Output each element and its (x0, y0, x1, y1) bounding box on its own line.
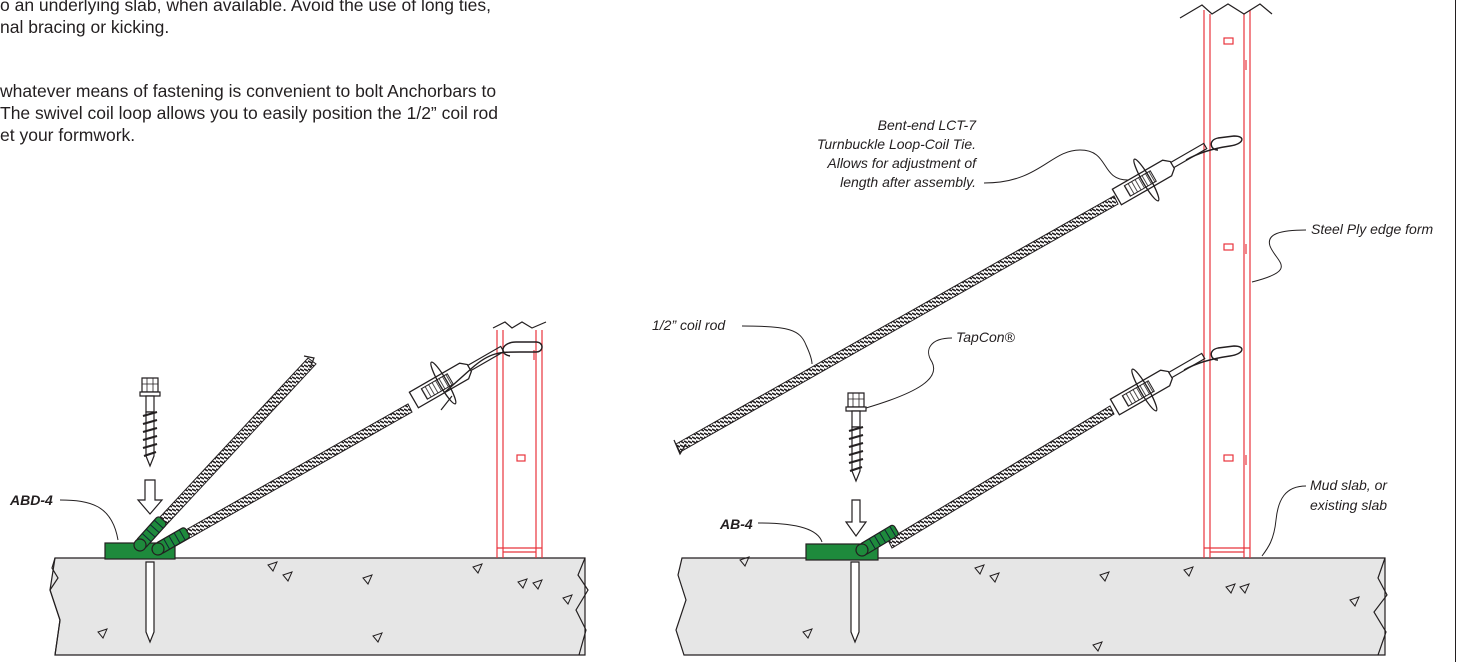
text-line: et your formwork. (0, 125, 136, 145)
abd4-label: ABD-4 (9, 492, 53, 508)
ab4-label: AB-4 (719, 516, 753, 532)
text-line: o an underlying slab, when available. Av… (0, 0, 491, 15)
text-line: whatever means of fastening is convenien… (0, 81, 497, 101)
tapcon-screw (138, 376, 162, 468)
turnbuckle-upper (1104, 124, 1218, 219)
text-line: nal bracing or kicking. (0, 17, 170, 37)
coil-loop-steep (133, 516, 167, 552)
coil-rod-long (675, 195, 1119, 453)
coil-loop-shallow (151, 527, 190, 556)
left-figure: ABD-4 (9, 321, 589, 656)
right-figure: Bent-end LCT-7 Turnbuckle Loop-Coil Tie.… (652, 3, 1434, 656)
down-arrow (136, 479, 164, 515)
tapcon-screw (844, 391, 868, 483)
edge-form (496, 330, 543, 558)
slab-label-line: Mud slab, or (1310, 477, 1388, 493)
label-line: Turnbuckle Loop-Coil Tie. (817, 136, 976, 152)
down-arrow (844, 499, 868, 538)
steel-ply-edge-form (1203, 10, 1251, 558)
tapcon-label: TapCon® (956, 329, 1016, 345)
slab-label-line: existing slab (1310, 497, 1387, 513)
coil-rod-lower (887, 405, 1115, 549)
concrete-slab (49, 557, 586, 656)
intro-paragraph-2: whatever means of fastening is convenien… (0, 80, 580, 146)
coil-rod-label: 1/2” coil rod (652, 317, 726, 333)
text-line: The swivel coil loop allows you to easil… (0, 103, 499, 123)
turnbuckle-lower (1102, 334, 1216, 429)
intro-paragraph-1: o an underlying slab, when available. Av… (0, 0, 580, 38)
anchor-pin (850, 561, 860, 644)
label-line: length after assembly. (840, 174, 976, 190)
anchor-pin (145, 561, 155, 644)
coil-loop (855, 524, 899, 557)
label-line: Allows for adjustment of (826, 155, 978, 171)
label-line: Bent-end LCT-7 (878, 117, 978, 133)
concrete-slab (675, 557, 1386, 656)
page-edge-divider (1455, 0, 1456, 662)
edge-form-label: Steel Ply edge form (1311, 221, 1434, 237)
turnbuckle-label: Bent-end LCT-7 Turnbuckle Loop-Coil Tie.… (817, 117, 978, 190)
